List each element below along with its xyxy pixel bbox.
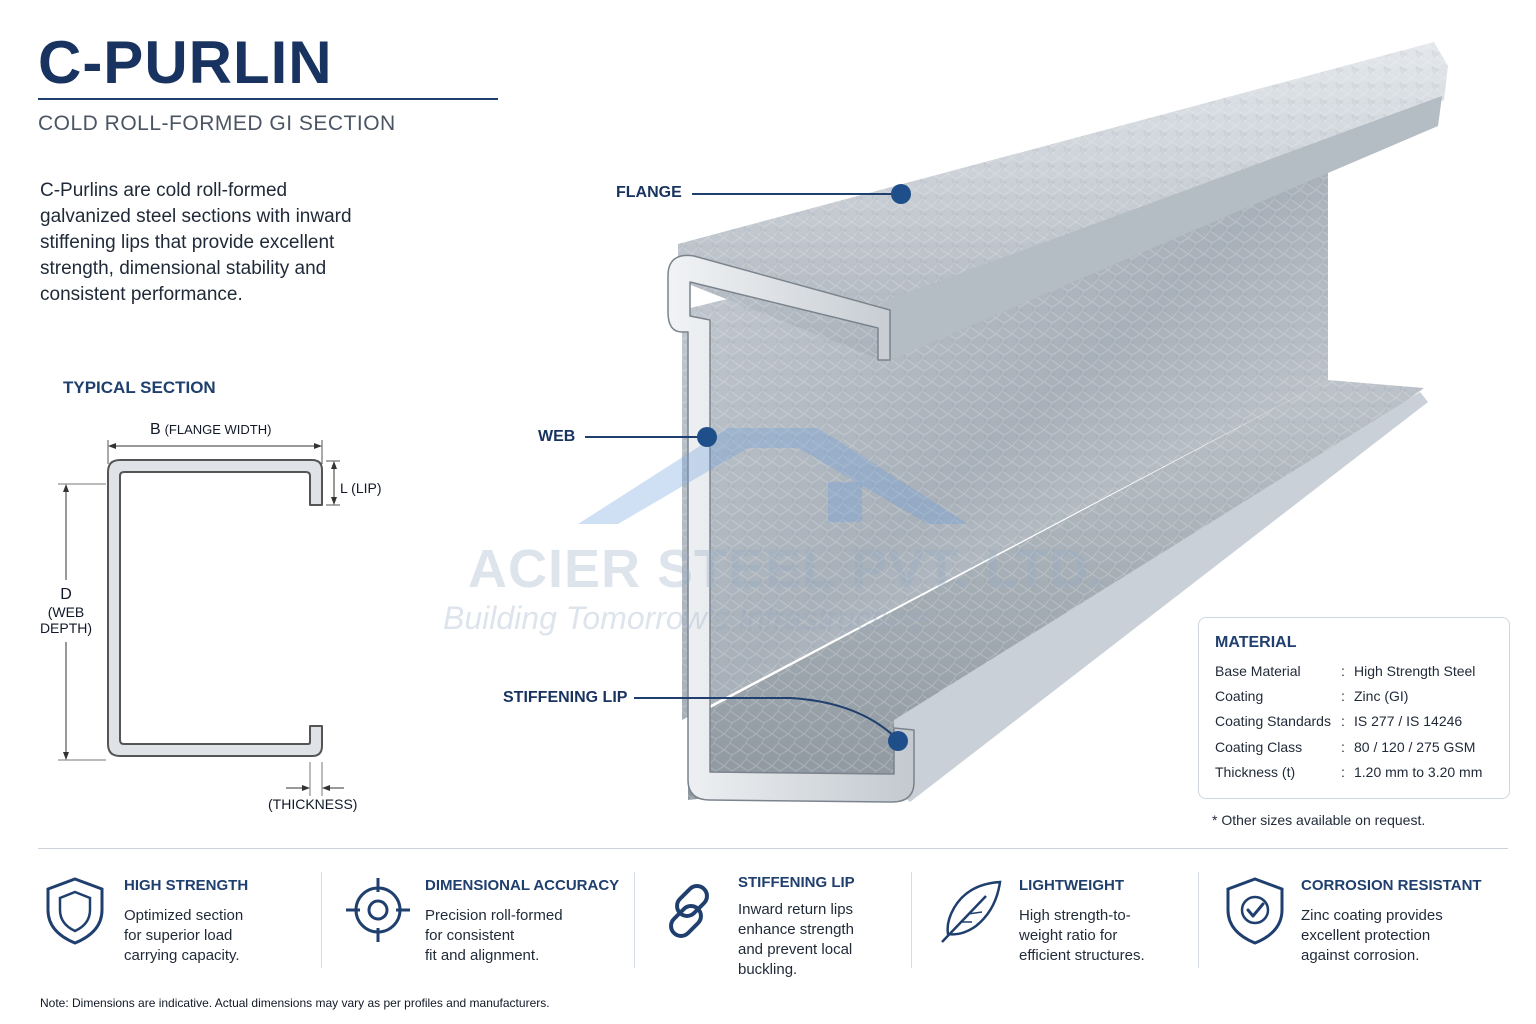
chain-link-icon — [669, 884, 709, 938]
feature-title-high-strength: HIGH STRENGTH — [124, 877, 249, 894]
typical-section-heading: TYPICAL SECTION — [63, 378, 216, 397]
dimensions-note: Note: Dimensions are indicative. Actual … — [40, 996, 550, 1010]
web-depth-label: D (WEB DEPTH) — [39, 586, 93, 636]
flange-width-label: B (FLANGE WIDTH) — [150, 421, 272, 438]
purlin-top-lip — [882, 96, 1442, 360]
material-specs-card: MATERIAL Base Material:High Strength Ste… — [1198, 617, 1510, 799]
purlin-bottom-lip — [894, 392, 1428, 802]
feature-separator — [911, 872, 912, 968]
c-profile-shape — [107, 459, 323, 757]
material-title: MATERIAL — [1215, 634, 1297, 651]
page-title: C-PURLIN — [38, 29, 333, 96]
watermark-roof-logo — [578, 428, 968, 524]
material-footnote: * Other sizes available on request. — [1212, 812, 1426, 828]
feature-title-lightweight: LIGHTWEIGHT — [1019, 877, 1124, 894]
stiffening-lip-callout: STIFFENING LIP — [503, 689, 628, 706]
lip-dimension — [326, 460, 340, 506]
watermark-company-name: ACIER STEEL PVT. LTD. — [468, 539, 1106, 599]
feather-icon — [941, 880, 1002, 943]
flange-callout: FLANGE — [616, 184, 682, 201]
lip-label: L (LIP) — [340, 480, 382, 496]
shield-icon — [46, 877, 104, 945]
watermark-tagline: Building Tomorrow's Infrastructure — [443, 600, 927, 636]
feature-separator — [634, 872, 635, 968]
thickness-dimension — [286, 762, 344, 796]
c-section-diagram — [58, 440, 344, 796]
feature-title-stiffening-lip: STIFFENING LIP — [738, 874, 855, 891]
flange-width-dimension — [107, 440, 323, 464]
shield-check-icon — [1226, 877, 1284, 945]
page-subtitle: COLD ROLL-FORMED GI SECTION — [38, 112, 396, 135]
feature-title-corrosion-resistant: CORROSION RESISTANT — [1301, 877, 1482, 894]
purlin-illustration — [667, 42, 1448, 803]
crosshair-icon — [346, 878, 410, 942]
purlin-end-profile — [667, 254, 915, 803]
web-callout: WEB — [538, 428, 576, 445]
feature-separator — [321, 872, 322, 968]
title-underline — [38, 98, 498, 100]
section-divider — [38, 848, 1508, 849]
feature-title-dimensional-accuracy: DIMENSIONAL ACCURACY — [425, 877, 620, 894]
feature-separator — [1198, 872, 1199, 968]
web-depth-dimension — [58, 483, 106, 761]
intro-paragraph: C-Purlins are cold roll-formed galvanize… — [40, 180, 352, 305]
thickness-label: (THICKNESS) — [268, 796, 358, 812]
